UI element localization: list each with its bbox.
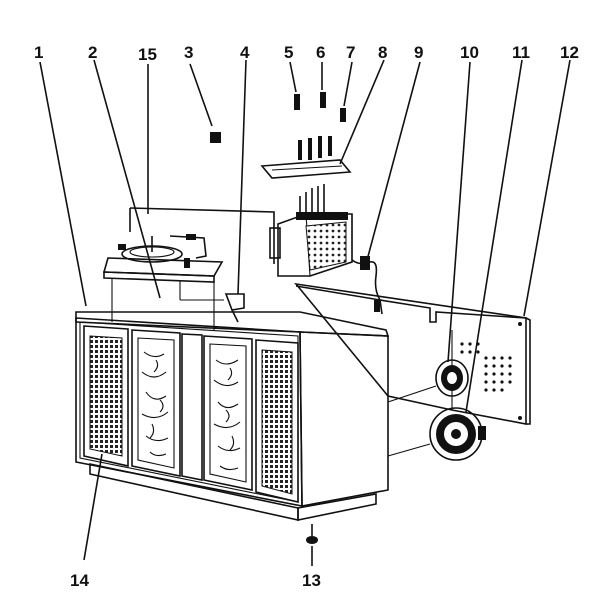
right-grille-panel	[255, 339, 299, 504]
callout-14: 14	[70, 571, 89, 590]
callout-10: 10	[460, 43, 479, 62]
cabinet	[75, 311, 390, 521]
callout-6: 6	[316, 43, 325, 62]
leader-lines	[39, 59, 571, 566]
callout-11: 11	[512, 43, 530, 62]
right-wood-door	[203, 335, 253, 491]
support-arm	[129, 207, 281, 264]
callout-9: 9	[414, 43, 423, 62]
record-changer	[102, 234, 224, 330]
small-speaker	[435, 359, 469, 397]
knob-part	[210, 132, 221, 143]
center-slat-panel	[181, 333, 203, 481]
callout-8: 8	[378, 43, 387, 62]
callout-7: 7	[346, 43, 355, 62]
callout-15: 15	[138, 45, 157, 64]
foot-glide	[306, 524, 318, 544]
callout-4: 4	[240, 43, 250, 62]
large-speaker	[429, 407, 486, 461]
back-panel	[294, 282, 531, 425]
tubes	[294, 92, 346, 122]
power-cord-plug	[351, 256, 383, 315]
callout-3: 3	[184, 43, 193, 62]
callout-1: 1	[34, 43, 43, 62]
callout-5: 5	[284, 43, 293, 62]
mounting-bracket	[224, 293, 245, 323]
callout-12: 12	[560, 43, 579, 62]
tube-shield-tray	[260, 136, 352, 179]
speaker-leader-lines	[387, 385, 437, 457]
left-wood-door	[131, 329, 181, 477]
amplifier-chassis	[277, 184, 353, 277]
callout-13: 13	[302, 571, 321, 590]
callout-2: 2	[88, 43, 97, 62]
left-grille-panel	[83, 325, 129, 468]
callout-labels: 1 2 15 3 4 5 6 7 8 9 10 11 12 13 14	[34, 43, 579, 590]
